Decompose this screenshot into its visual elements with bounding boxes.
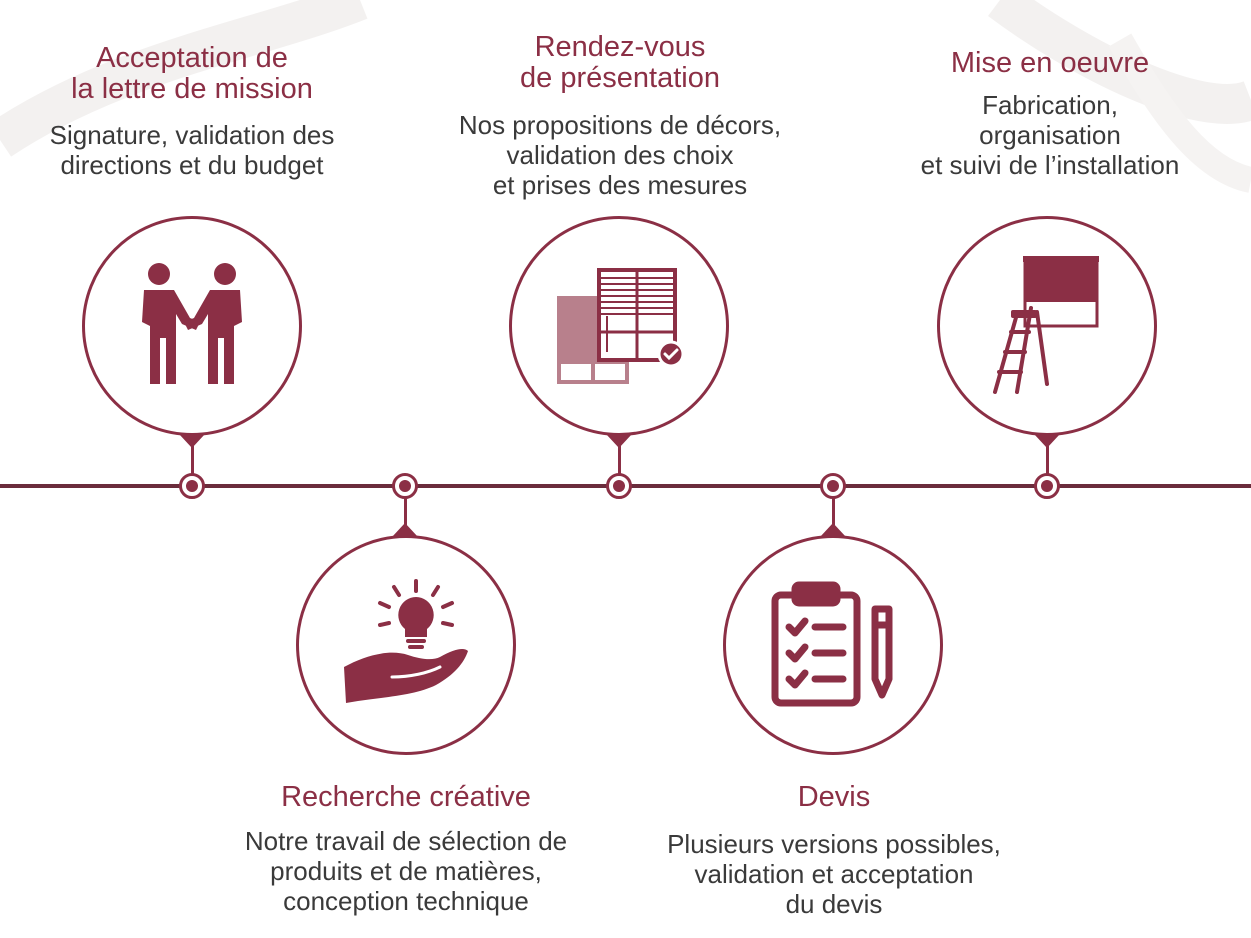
step-2-title: Recherche créative	[281, 781, 531, 813]
step-5-stem	[1046, 446, 1049, 474]
timeline-node-1	[179, 473, 205, 499]
step-3-pointer	[606, 434, 632, 448]
step-3-description: Nos propositions de décors, validation d…	[458, 110, 782, 200]
step-1-description: Signature, validation des directions et …	[49, 120, 335, 180]
timeline-node-4	[820, 473, 846, 499]
step-2-description: Notre travail de sélection de produits e…	[244, 826, 568, 916]
step-1-stem	[191, 446, 194, 474]
idea-hand-icon	[344, 579, 468, 703]
timeline-node-2	[392, 473, 418, 499]
step-4-description: Plusieurs versions possibles, validation…	[667, 829, 1001, 919]
step-4-circle	[723, 535, 943, 755]
blinds-check-icon	[557, 268, 685, 384]
step-4-stem	[832, 498, 835, 525]
timeline-node-5	[1034, 473, 1060, 499]
step-2-stem	[404, 498, 407, 525]
step-4-title: Devis	[797, 781, 871, 813]
step-1-title: Acceptation de la lettre de mission	[71, 42, 313, 105]
step-5-pointer	[1034, 434, 1060, 448]
step-2-pointer	[392, 523, 418, 537]
clipboard-checklist-icon	[771, 581, 893, 707]
step-5-description: Fabrication, organisation et suivi de l’…	[920, 90, 1180, 180]
step-3-stem	[618, 446, 621, 474]
step-1-pointer	[179, 434, 205, 448]
handshake-icon	[142, 263, 242, 384]
step-4-pointer	[820, 523, 846, 537]
step-3-title: Rendez-vous de présentation	[520, 31, 720, 94]
ladder-blind-icon	[993, 256, 1099, 394]
timeline-node-3	[606, 473, 632, 499]
step-5-title: Mise en oeuvre	[950, 47, 1150, 79]
